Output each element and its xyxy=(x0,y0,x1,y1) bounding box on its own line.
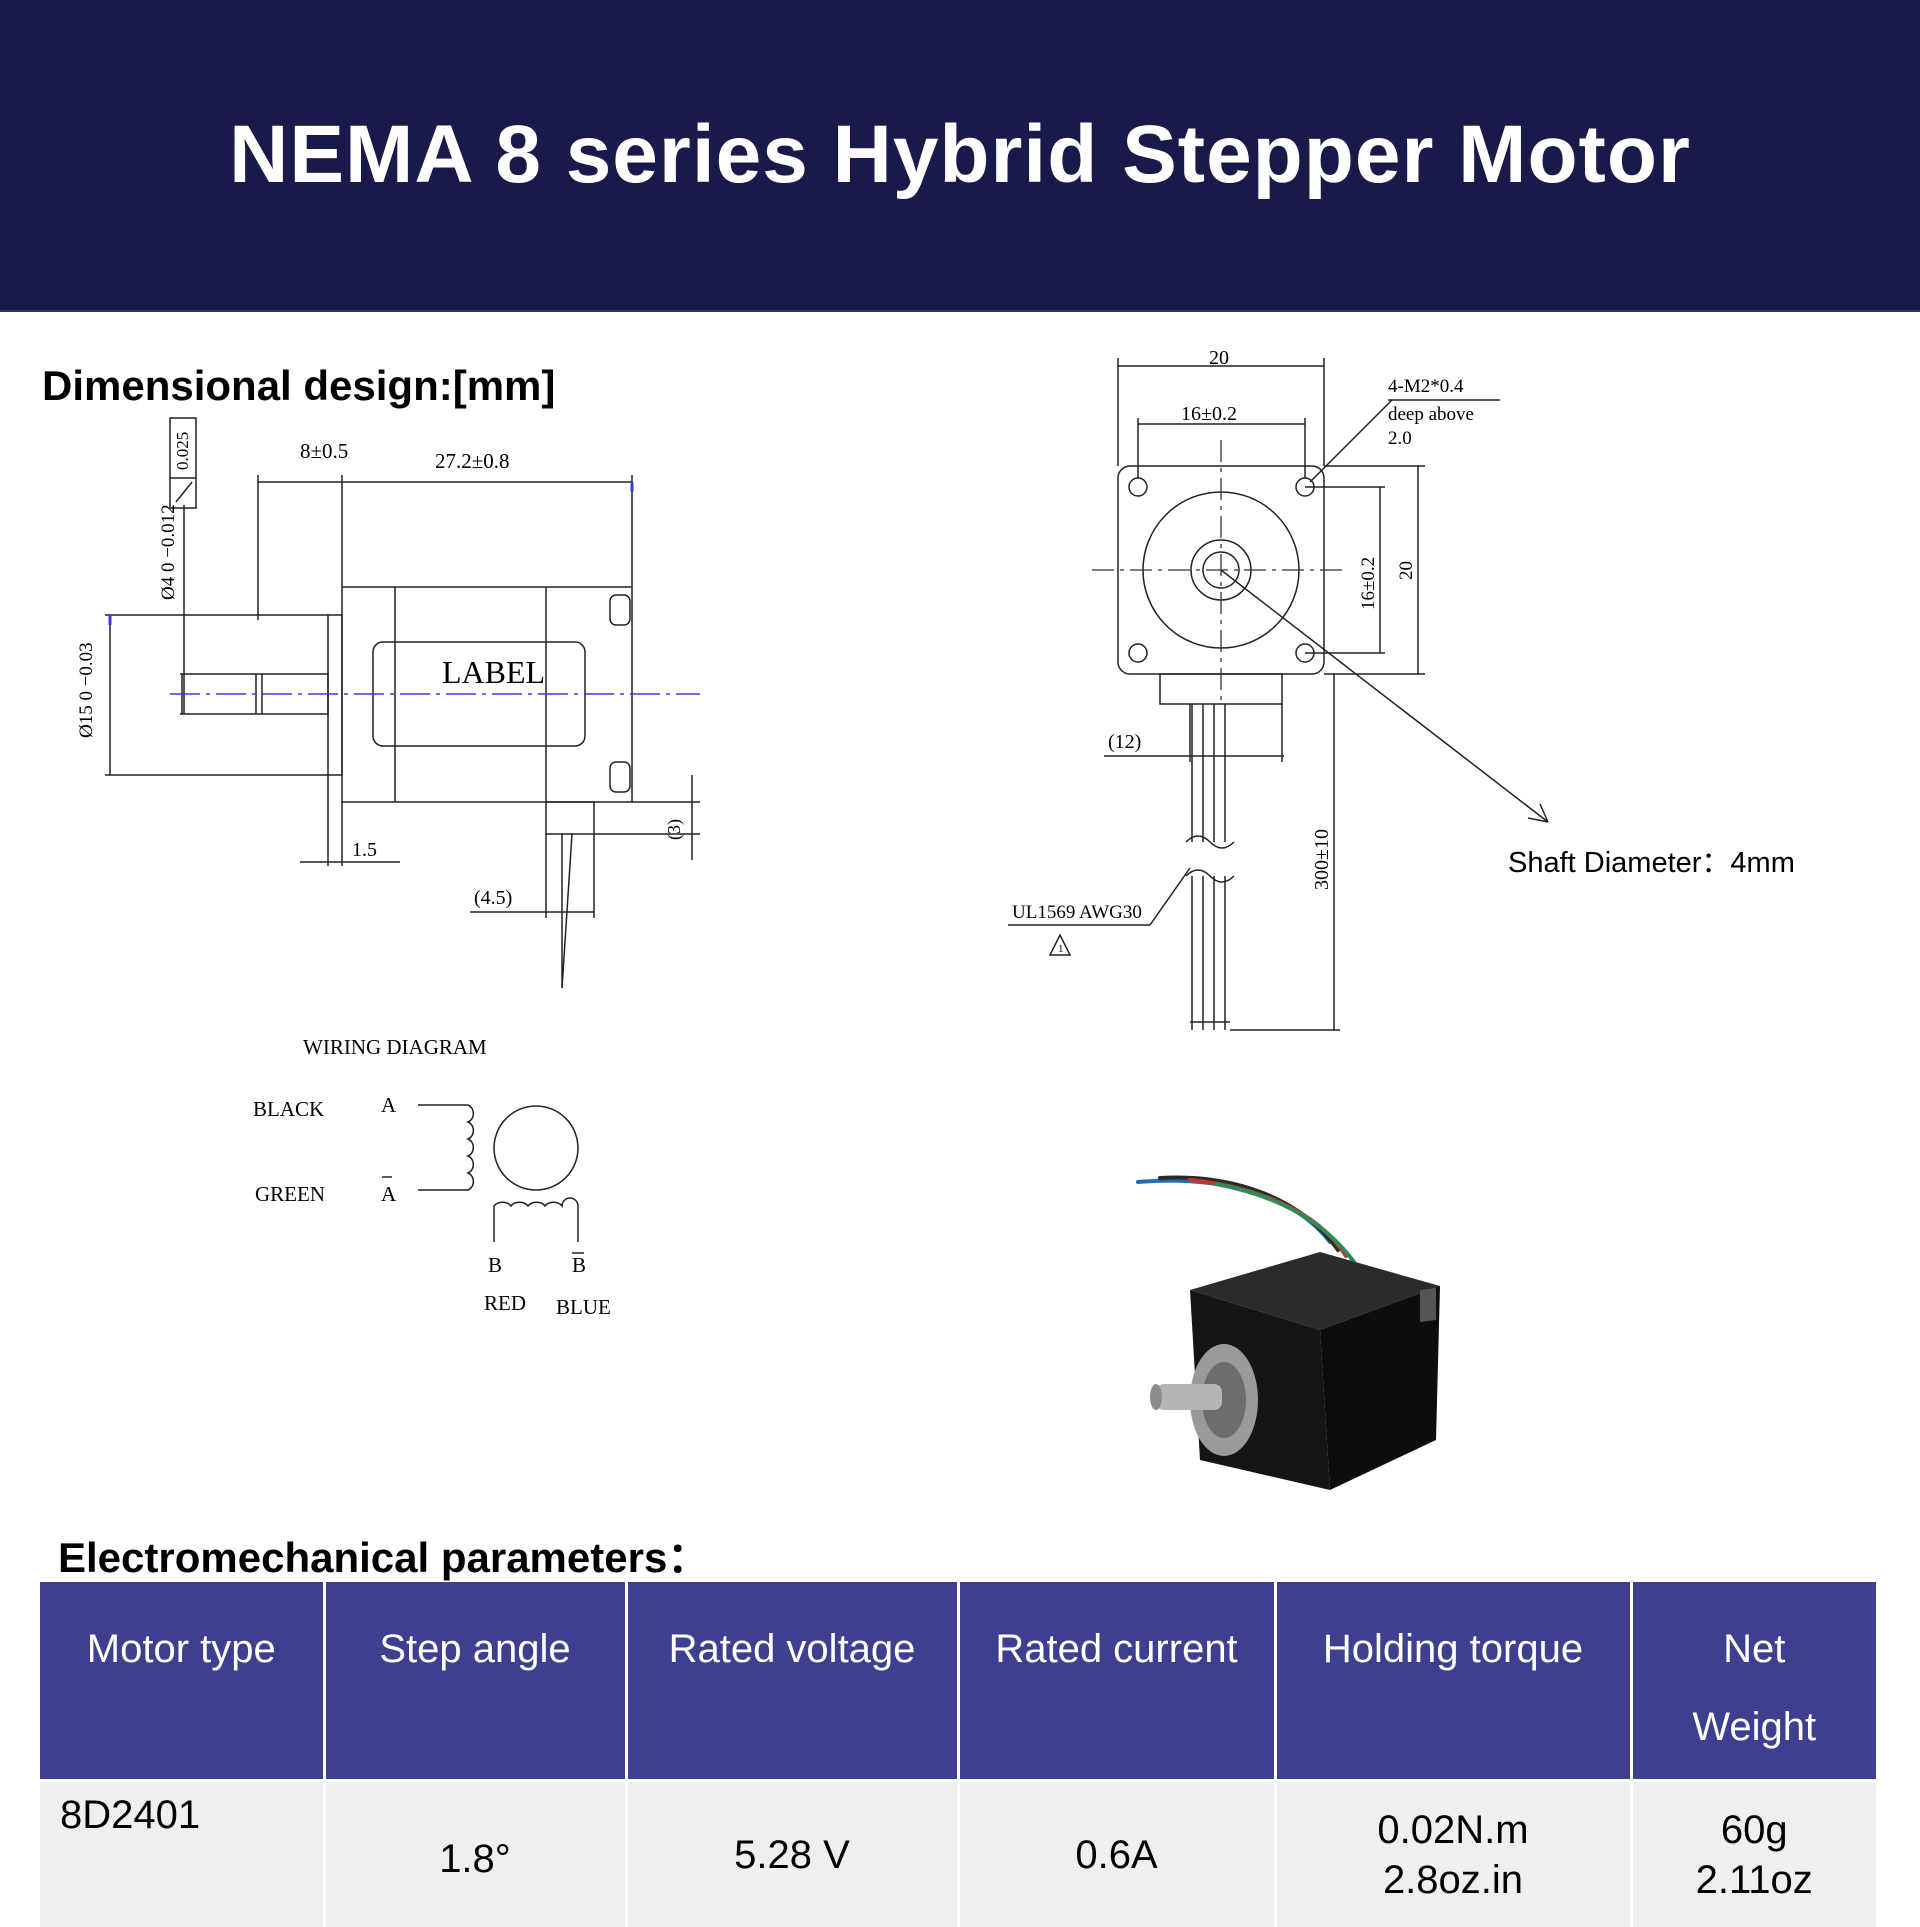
coil-a: A xyxy=(381,1093,397,1117)
cell-net-weight: 60g 2.11oz xyxy=(1631,1781,1876,1927)
wiring-diagram: WIRING DIAGRAM BLACK GREEN A A B B RED B… xyxy=(230,1020,650,1320)
header-net-weight-line2: Weight xyxy=(1692,1705,1816,1749)
header-motor-type: Motor type xyxy=(40,1582,324,1781)
weight-g: 60g xyxy=(1721,1808,1788,1852)
header-net-weight-line1: Net xyxy=(1723,1627,1785,1671)
wiring-title: WIRING DIAGRAM xyxy=(303,1035,487,1059)
shaft-diameter-dim: Ø4 0 −0.012 xyxy=(158,504,179,600)
parameters-table: Motor type Step angle Rated voltage Rate… xyxy=(40,1582,1876,1927)
dim-1-5: 1.5 xyxy=(352,839,377,861)
torque-ozin: 2.8oz.in xyxy=(1383,1858,1523,1902)
front-dim-16: 16±0.2 xyxy=(1181,403,1237,425)
side-dim-16: 16±0.2 xyxy=(1358,557,1379,610)
front-dim-20: 20 xyxy=(1209,347,1229,369)
wire-blue: BLUE xyxy=(556,1295,611,1319)
header-net-weight: Net Weight xyxy=(1631,1582,1876,1781)
coil-b-bar: B xyxy=(572,1253,586,1277)
wire-red: RED xyxy=(484,1291,526,1315)
dim-8: 8±0.5 xyxy=(300,439,348,463)
label-text: LABEL xyxy=(442,654,545,690)
thread-note-1: 4-M2*0.4 xyxy=(1388,376,1464,397)
cell-motor-type: 8D2401 xyxy=(40,1781,324,1927)
thread-note-2: deep above xyxy=(1388,404,1474,425)
shaft-diameter-note: Shaft Diameter：4mm xyxy=(1508,847,1795,879)
dim-12: (12) xyxy=(1108,731,1141,753)
cell-rated-voltage: 5.28 V xyxy=(626,1781,958,1927)
wire-black: BLACK xyxy=(253,1097,324,1121)
coil-b: B xyxy=(488,1253,502,1277)
page-title: NEMA 8 series Hybrid Stepper Motor xyxy=(229,108,1691,202)
side-dim-20: 20 xyxy=(1396,561,1417,580)
side-view-drawing: 8±0.5 27.2±0.8 0.025 Ø4 0 −0.012 Ø15 0 −… xyxy=(0,400,760,1020)
dim-4-5: (4.5) xyxy=(474,887,512,909)
electromechanical-title: Electromechanical parameters： xyxy=(58,1524,709,1585)
cell-step-angle: 1.8° xyxy=(324,1781,626,1927)
torque-nm: 0.02N.m xyxy=(1377,1808,1528,1852)
lead-length-dim: 300±10 xyxy=(1311,829,1333,890)
thread-note-3: 2.0 xyxy=(1388,428,1412,449)
wire-green: GREEN xyxy=(255,1182,325,1206)
coil-a-bar: A xyxy=(381,1182,397,1206)
header-step-angle: Step angle xyxy=(324,1582,626,1781)
front-view-drawing: 20 16±0.2 4-M2*0.4 deep above 2.0 16±0.2… xyxy=(980,330,1840,1050)
header-holding-torque: Holding torque xyxy=(1275,1582,1631,1781)
dim-3: (3) xyxy=(664,819,685,840)
cell-holding-torque: 0.02N.m 2.8oz.in xyxy=(1275,1781,1631,1927)
tolerance-0-025: 0.025 xyxy=(173,432,192,470)
pilot-diameter-dim: Ø15 0 −0.03 xyxy=(76,642,97,738)
page-header: NEMA 8 series Hybrid Stepper Motor xyxy=(0,0,1920,312)
wire-spec: UL1569 AWG30 xyxy=(1012,902,1142,923)
header-rated-voltage: Rated voltage xyxy=(626,1582,958,1781)
table-row: 8D2401 1.8° 5.28 V 0.6A 0.02N.m 2.8oz.in… xyxy=(40,1781,1876,1927)
motor-photo xyxy=(1120,1160,1500,1510)
dim-27-2: 27.2±0.8 xyxy=(435,449,510,473)
warning-mark: 1 xyxy=(1058,943,1064,955)
header-rated-current: Rated current xyxy=(958,1582,1275,1781)
table-header-row: Motor type Step angle Rated voltage Rate… xyxy=(40,1582,1876,1781)
cell-rated-current: 0.6A xyxy=(958,1781,1275,1927)
weight-oz: 2.11oz xyxy=(1696,1858,1813,1902)
